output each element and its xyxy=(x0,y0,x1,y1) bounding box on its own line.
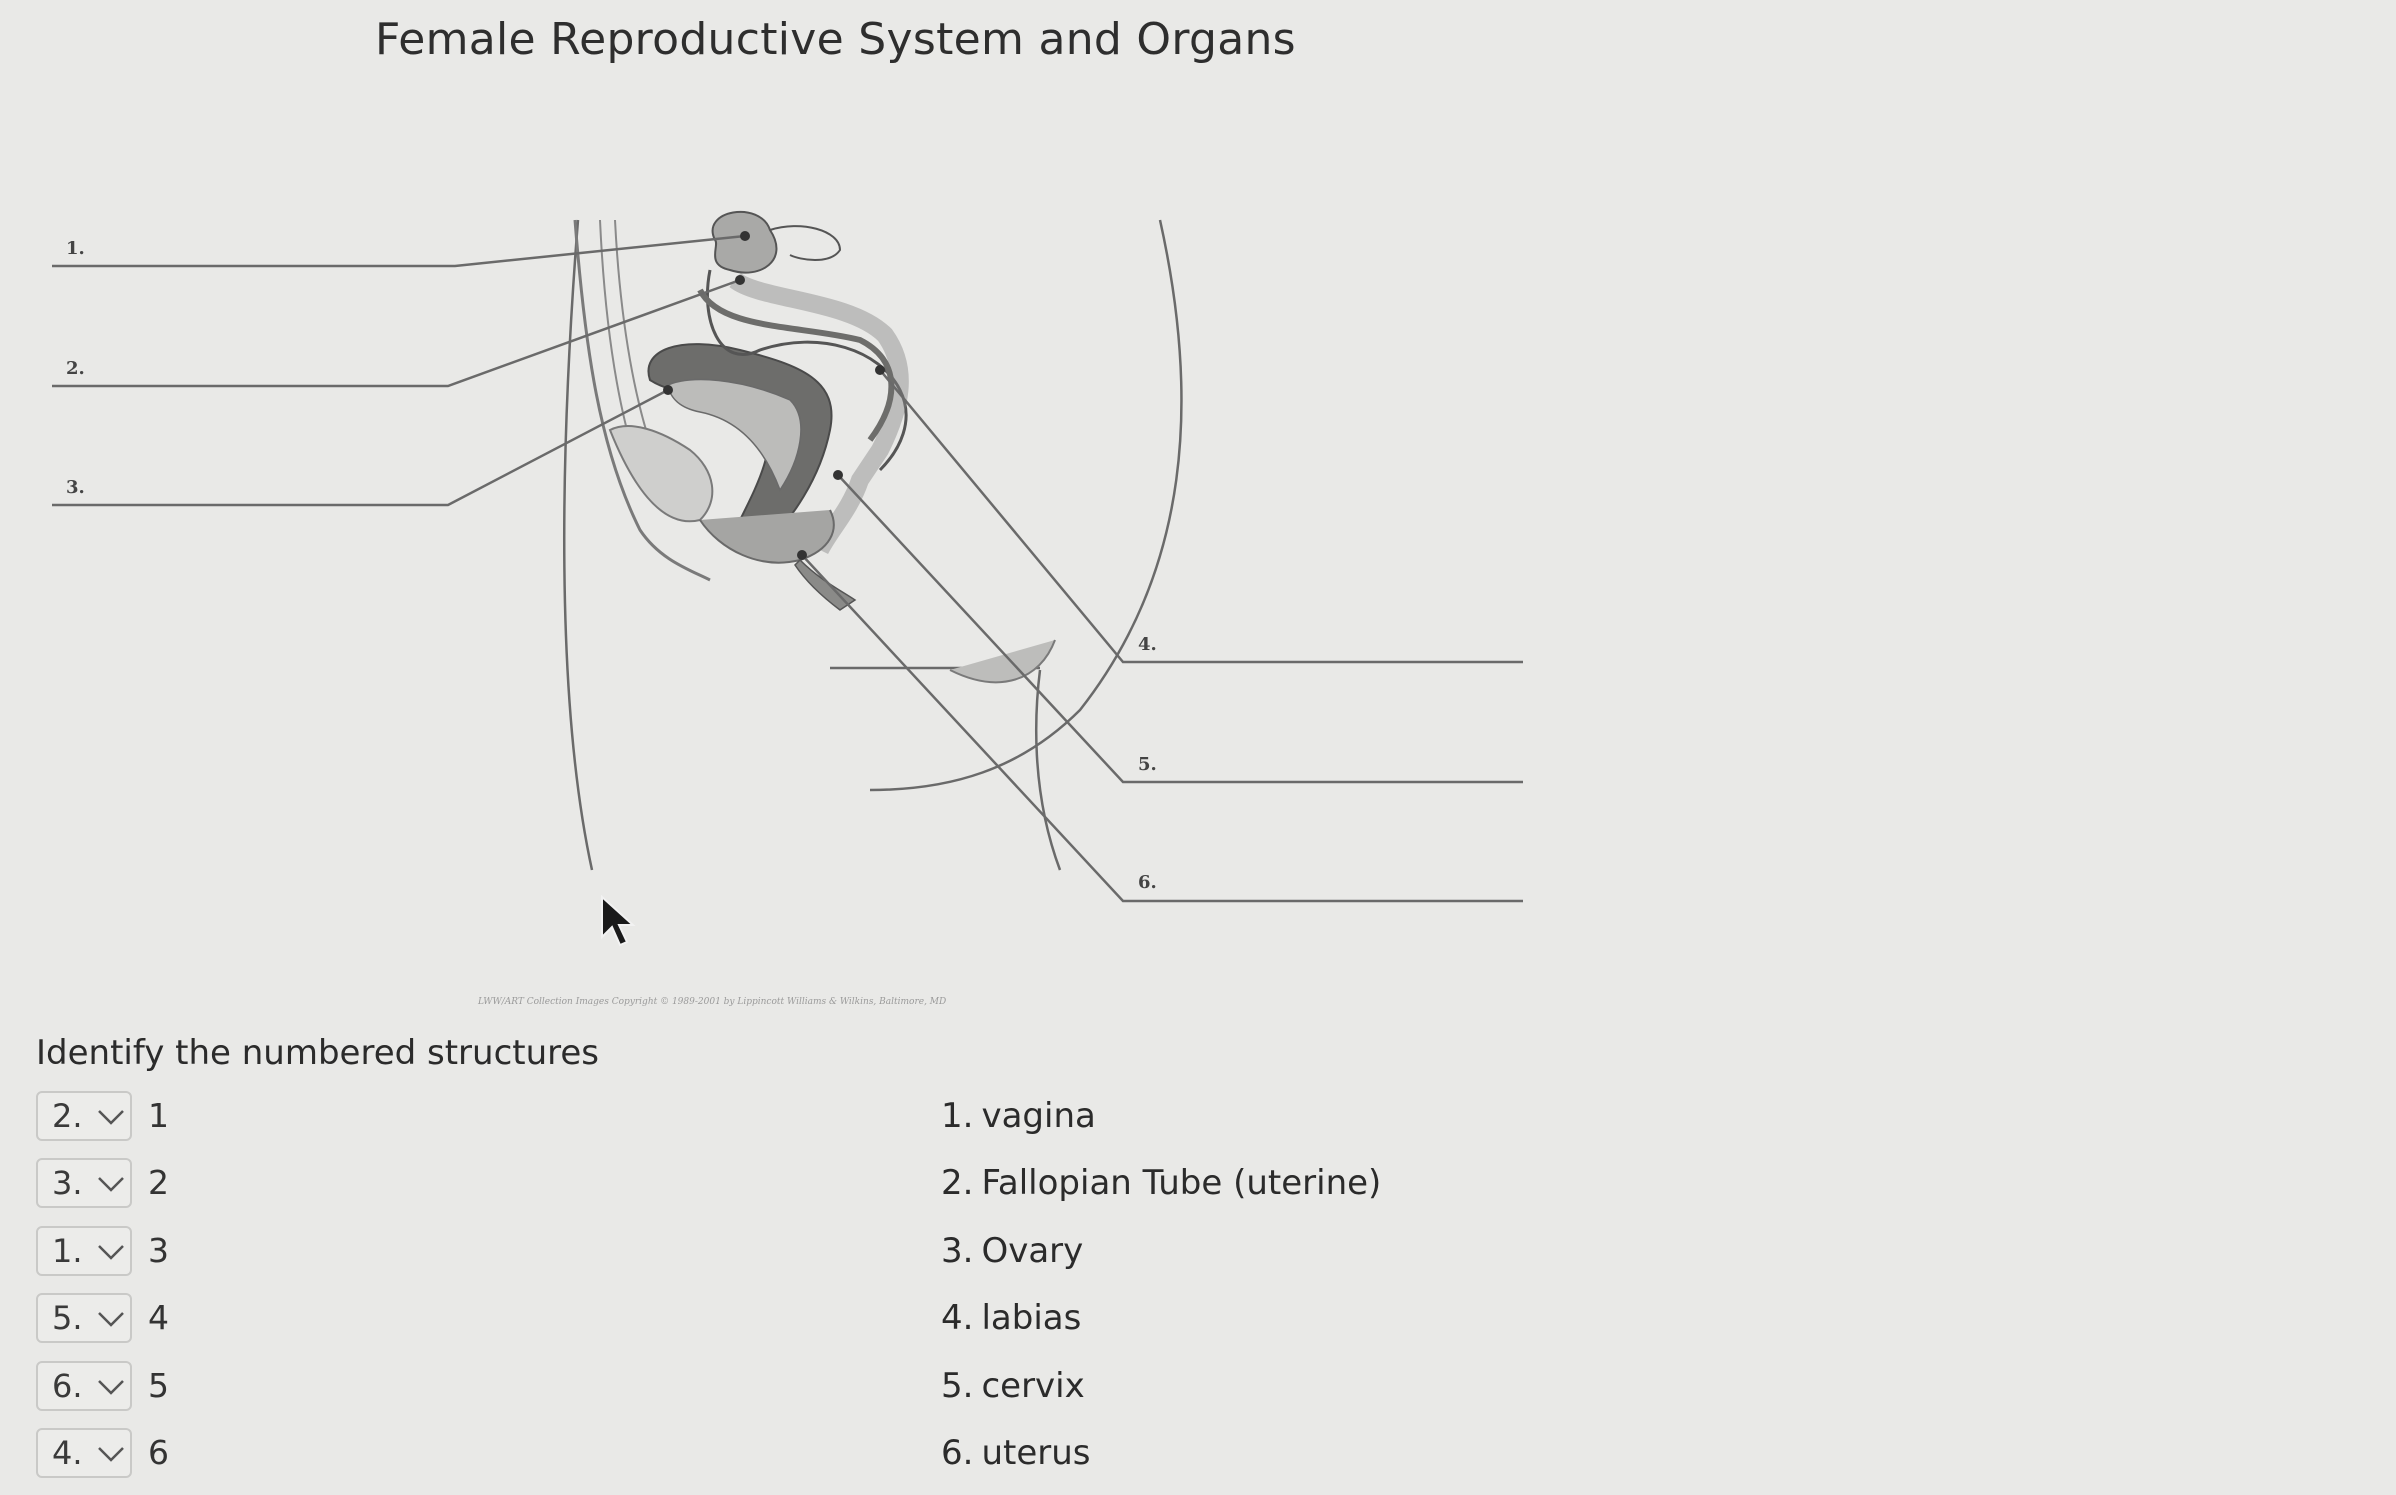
answer-select[interactable]: 5. xyxy=(36,1293,132,1343)
mouse-cursor-icon xyxy=(598,895,638,951)
label-dot-6 xyxy=(797,550,807,560)
label-dot-1 xyxy=(740,231,750,241)
structure-number: 6 xyxy=(148,1433,169,1472)
answer-text: vagina xyxy=(981,1096,1095,1136)
chevron-down-icon xyxy=(96,1174,126,1194)
back-outline xyxy=(564,220,592,870)
ovary-shape xyxy=(713,212,777,273)
answer-option: 6.uterus xyxy=(941,1433,1091,1473)
belly-outline xyxy=(870,220,1181,790)
structure-number: 5 xyxy=(148,1366,169,1405)
answer-option: 1.vagina xyxy=(941,1096,1096,1136)
diagram-label-4: 4. xyxy=(1138,634,1157,655)
answer-number: 4. xyxy=(941,1298,973,1338)
answer-text: cervix xyxy=(981,1366,1084,1406)
chevron-down-icon xyxy=(96,1107,126,1127)
answer-text: labias xyxy=(981,1298,1081,1338)
answer-number: 6. xyxy=(941,1433,973,1473)
answer-select[interactable]: 2. xyxy=(36,1091,132,1141)
label-dot-5 xyxy=(833,470,843,480)
answer-number: 1. xyxy=(941,1096,973,1136)
label-dot-3 xyxy=(663,385,673,395)
copyright-text: LWW/ART Collection Images Copyright © 19… xyxy=(478,997,946,1007)
diagram-label-5: 5. xyxy=(1138,754,1157,775)
diagram-label-6: 6. xyxy=(1138,872,1157,893)
answer-select[interactable]: 6. xyxy=(36,1361,132,1411)
label-dot-4 xyxy=(875,365,885,375)
answer-select[interactable]: 4. xyxy=(36,1428,132,1478)
page-title: Female Reproductive System and Organs xyxy=(375,14,1296,65)
structure-number: 3 xyxy=(148,1231,169,1270)
chevron-down-icon xyxy=(96,1377,126,1397)
label-line-5 xyxy=(838,475,1523,782)
label-dot-2 xyxy=(735,275,745,285)
structure-number: 4 xyxy=(148,1298,169,1337)
diagram-label-2: 2. xyxy=(66,358,85,379)
cervix-region xyxy=(700,510,834,563)
answer-option: 5.cervix xyxy=(941,1366,1085,1406)
select-value: 5. xyxy=(52,1299,83,1337)
rectum-shape xyxy=(610,426,712,521)
structure-number: 2 xyxy=(148,1163,169,1202)
select-value: 1. xyxy=(52,1232,83,1270)
answer-option: 3.Ovary xyxy=(941,1231,1083,1271)
chevron-down-icon xyxy=(96,1309,126,1329)
answer-option: 2.Fallopian Tube (uterine) xyxy=(941,1163,1381,1203)
answer-option: 4.labias xyxy=(941,1298,1081,1338)
answer-text: Ovary xyxy=(981,1231,1083,1271)
label-line-3 xyxy=(52,390,668,505)
answer-text: Fallopian Tube (uterine) xyxy=(981,1163,1381,1203)
label-line-2 xyxy=(52,280,740,386)
diagram-label-1: 1. xyxy=(66,238,85,259)
label-line-4 xyxy=(880,370,1523,662)
answer-select[interactable]: 1. xyxy=(36,1226,132,1276)
answer-text: uterus xyxy=(981,1433,1090,1473)
diagram-label-3: 3. xyxy=(66,477,85,498)
select-value: 4. xyxy=(52,1434,83,1472)
chevron-down-icon xyxy=(96,1444,126,1464)
label-line-6 xyxy=(802,555,1523,901)
select-value: 6. xyxy=(52,1367,83,1405)
answer-select[interactable]: 3. xyxy=(36,1158,132,1208)
select-value: 2. xyxy=(52,1097,83,1135)
structure-number: 1 xyxy=(148,1096,169,1135)
select-value: 3. xyxy=(52,1164,83,1202)
tube-shape xyxy=(770,226,840,260)
answer-number: 5. xyxy=(941,1366,973,1406)
answer-number: 3. xyxy=(941,1231,973,1271)
label-line-1 xyxy=(52,236,745,266)
reproductive-system-diagram: 1. 2. 3. 4. 5. 6. xyxy=(0,150,1560,1030)
question-prompt: Identify the numbered structures xyxy=(36,1033,599,1073)
answer-number: 2. xyxy=(941,1163,973,1203)
chevron-down-icon xyxy=(96,1242,126,1262)
